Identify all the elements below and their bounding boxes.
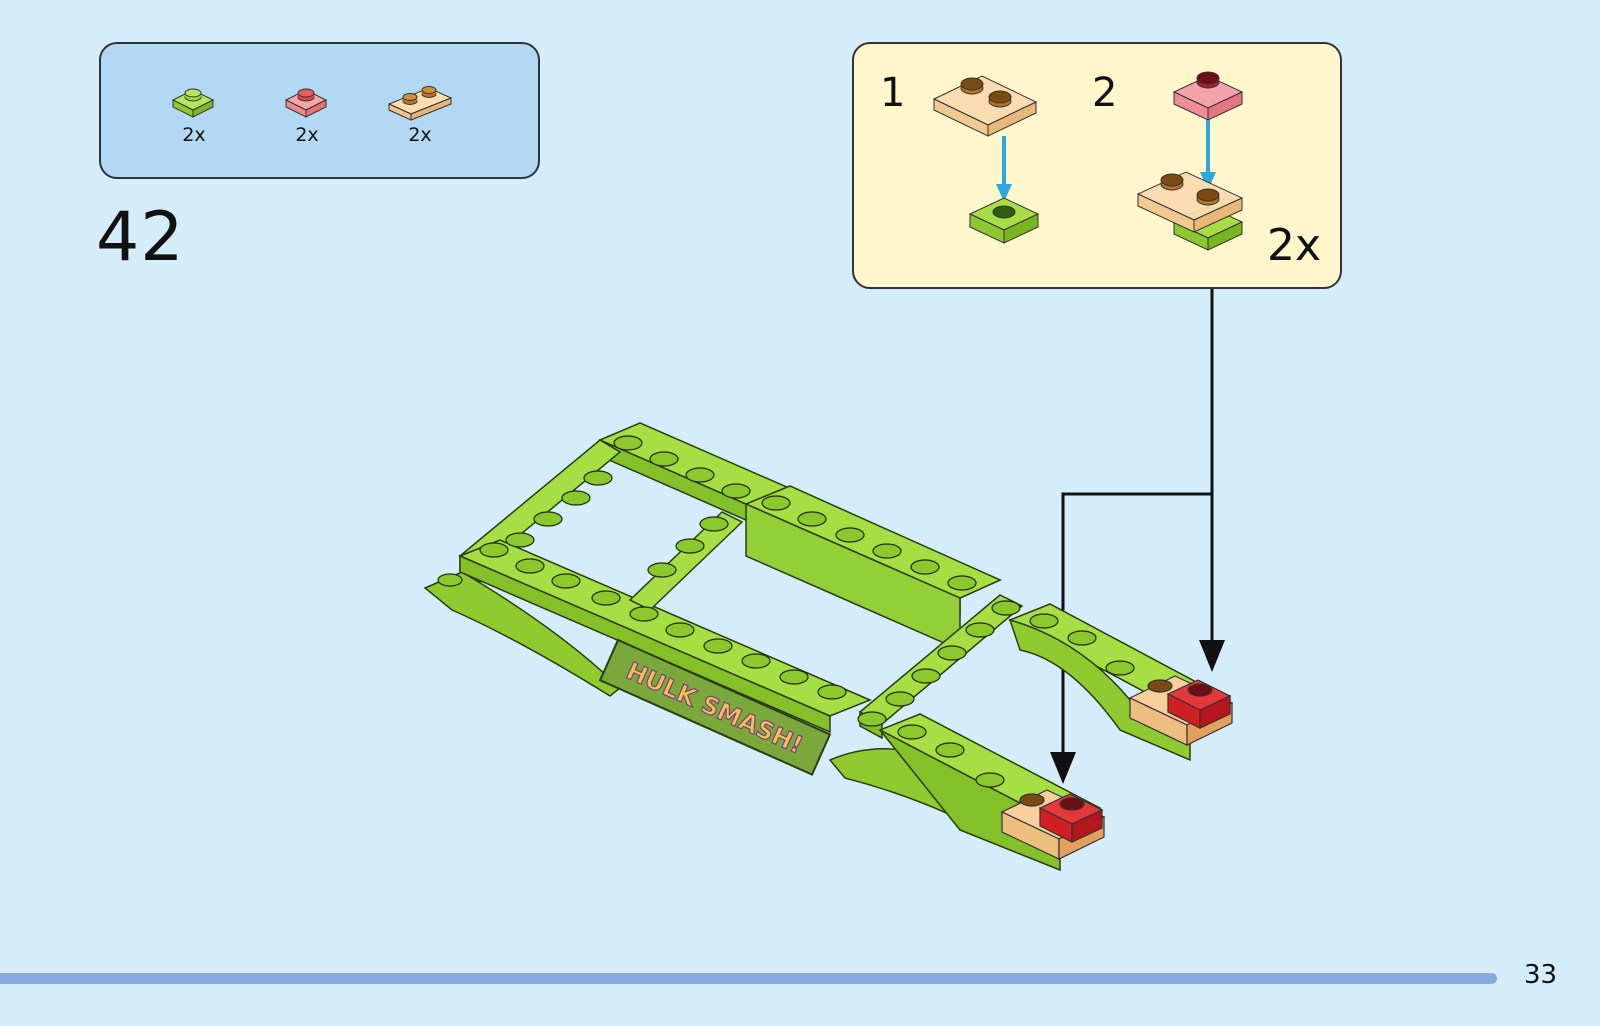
- lime-base-frame: [425, 423, 1230, 870]
- page-number: 33: [1524, 960, 1557, 990]
- footer-progress-bar: [0, 973, 1497, 984]
